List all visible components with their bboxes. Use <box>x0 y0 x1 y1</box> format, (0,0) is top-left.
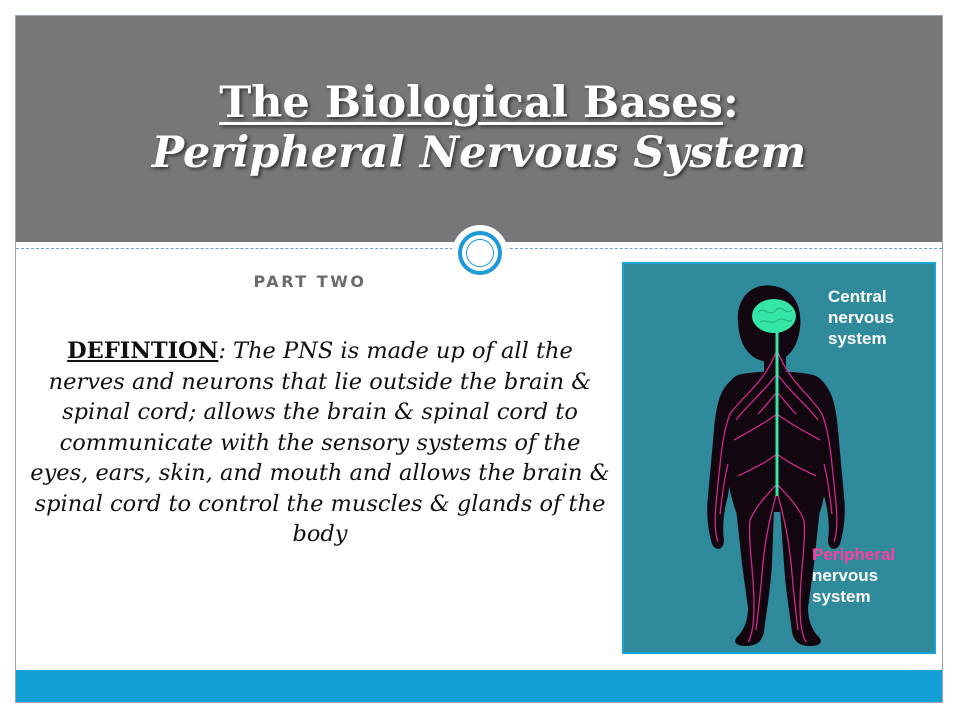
title-line-1: The Biological Bases: <box>16 78 942 128</box>
brain-shape <box>752 299 796 333</box>
definition-body: : The PNS is made up of all the nerves a… <box>30 338 610 547</box>
title-colon: : <box>722 78 739 128</box>
neck-silhouette <box>764 356 786 376</box>
cns-label-line: nervous <box>828 308 895 327</box>
human-body-illustration <box>707 285 845 646</box>
subtitle: PART TWO <box>253 272 367 291</box>
nervous-system-figure <box>622 262 936 654</box>
cns-label-line: system <box>828 329 887 348</box>
peripheral-nerves <box>714 349 838 643</box>
right-arm-silhouette <box>816 380 845 549</box>
cns-label-line: Central <box>828 287 887 306</box>
definition-term: DEFINTION <box>67 338 219 364</box>
right-leg-silhouette <box>780 508 821 646</box>
pns-label-line: system <box>812 587 871 606</box>
divider-circle-icon <box>458 231 502 275</box>
pns-label: Peripheral nervous system <box>812 544 932 607</box>
cns-label: Central nervous system <box>828 286 928 349</box>
brain-folds <box>757 307 793 323</box>
slide-title: The Biological Bases: Peripheral Nervous… <box>16 78 942 178</box>
bottom-accent-band <box>16 670 942 702</box>
definition-text: DEFINTION: The PNS is made up of all the… <box>30 336 610 550</box>
title-band <box>16 16 942 242</box>
title-line-2: Peripheral Nervous System <box>151 128 807 178</box>
left-arm-silhouette <box>707 380 736 549</box>
pns-label-line: nervous <box>812 566 879 585</box>
pns-label-line: Peripheral <box>812 545 896 564</box>
title-main: The Biological Bases <box>219 78 723 128</box>
left-leg-silhouette <box>735 508 774 646</box>
